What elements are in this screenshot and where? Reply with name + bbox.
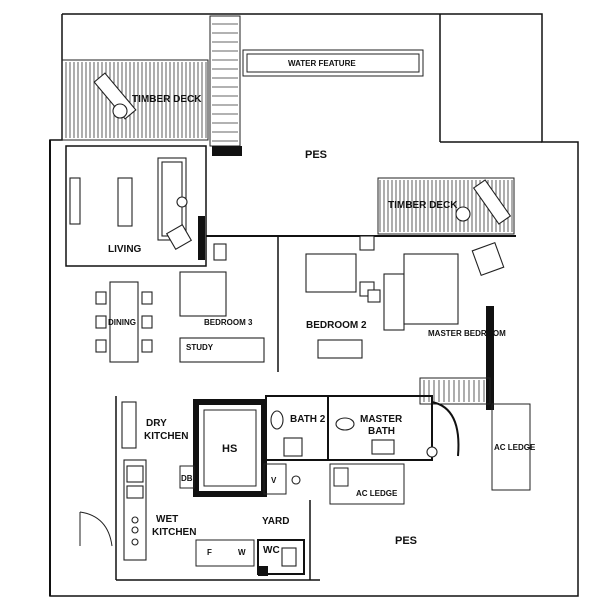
living-label: LIVING <box>108 244 142 255</box>
pes-top-label: PES <box>305 149 327 161</box>
study-label: STUDY <box>186 343 214 352</box>
master-bath-label-2: BATH <box>368 426 395 437</box>
bedroom-3: BEDROOM 3 STUDY <box>179 235 516 363</box>
vent-shaft: V <box>263 463 301 495</box>
bedroom-2-label: BEDROOM 2 <box>306 320 367 331</box>
master-bedroom: MASTER BEDROOM <box>367 241 506 410</box>
bath-2: BATH 2 <box>265 395 329 461</box>
water-feature: WATER FEATURE <box>242 49 424 77</box>
wet-kitchen: WET KITCHEN <box>79 396 196 580</box>
living-room: LIVING <box>65 145 207 267</box>
master-bath: MASTER BATH <box>327 395 460 461</box>
bedroom-2: BEDROOM 2 <box>277 235 375 372</box>
wc: WC <box>257 539 305 576</box>
db-label: DB <box>181 474 193 483</box>
dry-kitchen-label-2: KITCHEN <box>144 431 188 442</box>
timber-deck-left-label: TIMBER DECK <box>132 94 202 105</box>
f-label: F <box>207 548 212 557</box>
master-bath-label-1: MASTER <box>360 414 403 425</box>
stair-ladder <box>209 15 242 156</box>
ac-ledge-mid-label: AC LEDGE <box>356 489 398 498</box>
water-feature-label: WATER FEATURE <box>288 59 356 68</box>
timber-deck-right: TIMBER DECK <box>377 177 515 235</box>
wc-label: WC <box>263 545 280 556</box>
bedroom-3-label: BEDROOM 3 <box>204 318 253 327</box>
ac-ledge-right-label: AC LEDGE <box>494 443 536 452</box>
dining-label: DINING <box>108 318 136 327</box>
w-label: W <box>238 548 246 557</box>
column <box>198 216 205 260</box>
dry-kitchen-label-1: DRY <box>146 418 167 429</box>
dry-kitchen: DRY KITCHEN <box>121 401 188 449</box>
hs-label: HS <box>222 443 237 455</box>
pes-bottom-label: PES <box>395 535 417 547</box>
wet-kitchen-label-2: KITCHEN <box>152 527 196 538</box>
utility-area: F W <box>195 539 255 567</box>
bath-2-label: BATH 2 <box>290 414 326 425</box>
wardrobe <box>419 377 491 405</box>
v-label: V <box>271 476 277 485</box>
master-bedroom-label: MASTER BEDROOM <box>428 329 506 338</box>
dining-area: DINING <box>95 281 153 363</box>
timber-deck-left: TIMBER DECK <box>61 59 209 141</box>
household-shelter: HS DB <box>179 399 267 497</box>
wet-kitchen-label-1: WET <box>156 514 178 525</box>
ac-ledge-right: AC LEDGE <box>491 403 536 491</box>
yard-label: YARD <box>262 516 289 527</box>
ac-ledge-mid: AC LEDGE <box>329 463 405 505</box>
timber-deck-right-label: TIMBER DECK <box>388 200 458 211</box>
outer-boundary <box>49 13 579 597</box>
